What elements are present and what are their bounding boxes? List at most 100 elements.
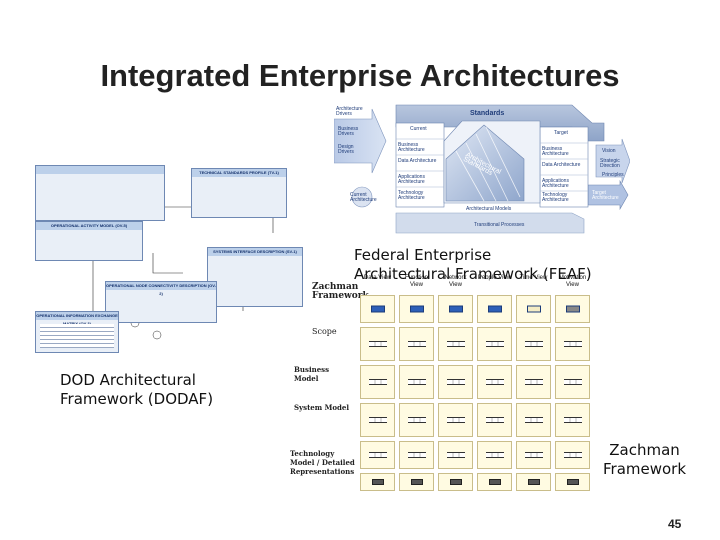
feaf-current-label: Current xyxy=(410,126,427,132)
zachman-cell xyxy=(555,365,590,399)
dodaf-box-ov1-header xyxy=(36,166,164,174)
zachman-caption-line-1: Zachman xyxy=(609,441,680,459)
zachman-cell-icon xyxy=(524,417,543,423)
zachman-cell-icon xyxy=(485,417,504,423)
zachman-cell xyxy=(477,295,512,323)
feaf-architecture-drivers-label: Architecture Drivers xyxy=(336,106,363,117)
zachman-cell xyxy=(360,473,395,491)
zachman-cell-icon xyxy=(485,379,504,385)
zachman-cell xyxy=(360,441,395,469)
zachman-cell-icon xyxy=(368,417,387,423)
feaf-strategic-direction-label: Strategic Direction xyxy=(600,158,620,169)
dodaf-box-tv1: TECHNICAL STANDARDS PROFILE (TV-1) xyxy=(191,168,287,218)
zachman-cell-icon xyxy=(487,305,502,313)
feaf-target-technology-label: Technology Architecture xyxy=(542,192,569,203)
zachman-column-header: Motivation View xyxy=(558,275,587,288)
zachman-cell-icon xyxy=(563,452,582,458)
page-number: 45 xyxy=(668,517,682,531)
zachman-cell-icon xyxy=(563,379,582,385)
feaf-vision-label: Vision xyxy=(602,148,616,154)
feaf-target-business-label: Business Architecture xyxy=(542,146,569,157)
zachman-cell-icon xyxy=(446,341,465,347)
zachman-cell-icon xyxy=(368,341,387,347)
feaf-diagram-graphic xyxy=(333,104,631,234)
zachman-cell xyxy=(477,441,512,469)
zachman-column-header: Network View xyxy=(444,275,467,288)
zachman-cell xyxy=(360,403,395,437)
zachman-cell xyxy=(438,473,473,491)
zachman-cell xyxy=(438,365,473,399)
feaf-diagram: Architecture Drivers Business Drivers De… xyxy=(333,101,631,238)
zachman-cell-icon xyxy=(446,452,465,458)
zachman-cell-icon xyxy=(407,452,426,458)
zachman-caption: Zachman Framework xyxy=(603,441,686,479)
zachman-cell-icon xyxy=(485,452,504,458)
zachman-cell-icon xyxy=(409,305,424,313)
zachman-cell-icon xyxy=(368,452,387,458)
zachman-cell xyxy=(399,327,434,361)
zachman-cell-icon xyxy=(526,305,541,313)
zachman-caption-line-2: Framework xyxy=(603,460,687,478)
zachman-cell xyxy=(360,295,395,323)
zachman-row-technology: Technology Model / Detailed Representati… xyxy=(290,449,355,476)
feaf-caption-line-2: Architectural Framework (FEAF) xyxy=(354,265,592,283)
zachman-cell xyxy=(555,327,590,361)
feaf-standards-label: Standards xyxy=(470,110,505,117)
zachman-cell xyxy=(360,327,395,361)
dodaf-diagram: TECHNICAL STANDARDS PROFILE (TV-1) OPERA… xyxy=(33,163,348,368)
zachman-column-header: Function View xyxy=(404,275,428,288)
zachman-cell xyxy=(516,365,551,399)
zachman-cell-icon xyxy=(566,479,579,485)
feaf-current-technology-label: Technology Architecture xyxy=(398,190,425,201)
zachman-cell-icon xyxy=(371,479,384,485)
zachman-cell xyxy=(555,295,590,323)
zachman-cell-icon xyxy=(527,479,540,485)
dodaf-caption: DOD Architectural Framework (DODAF) xyxy=(60,371,213,409)
feaf-transitional-processes-label: Transitional Processes xyxy=(474,222,525,228)
zachman-column-header: Data View xyxy=(363,275,392,281)
feaf-caption-line-1: Federal Enterprise xyxy=(354,246,492,264)
zachman-cell xyxy=(399,441,434,469)
zachman-grid: Zachman Framework Scope Business Model S… xyxy=(288,275,600,496)
dodaf-box-ov3-header: OPERATIONAL INFORMATION EXCHANGE MATRIX … xyxy=(36,312,118,326)
feaf-target-applications-label: Applications Architecture xyxy=(542,178,569,189)
dodaf-box-sv1-header: SYSTEMS INTERFACE DESCRIPTION (SV-1) xyxy=(208,248,302,256)
zachman-cell-icon xyxy=(446,417,465,423)
zachman-heading: Zachman Framework xyxy=(312,282,369,301)
zachman-cell xyxy=(477,403,512,437)
feaf-current-applications-label: Applications Architecture xyxy=(398,174,425,185)
feaf-current-architecture-label: Current Architecture xyxy=(350,192,377,203)
dodaf-ov3-table xyxy=(40,324,114,348)
zachman-row-business: Business Model xyxy=(294,365,330,383)
zachman-cell-icon xyxy=(407,341,426,347)
dodaf-box-ov1 xyxy=(35,165,165,221)
dodaf-box-tv1-header: TECHNICAL STANDARDS PROFILE (TV-1) xyxy=(192,169,286,177)
zachman-cell xyxy=(516,327,551,361)
zachman-scope-label: Scope xyxy=(312,327,337,336)
zachman-cell-icon xyxy=(488,479,501,485)
slide-title: Integrated Enterprise Architectures xyxy=(100,58,620,93)
dodaf-box-ov2-header: OPERATIONAL NODE CONNECTIVITY DESCRIPTIO… xyxy=(106,282,217,296)
zachman-cell-icon xyxy=(449,479,462,485)
zachman-cell xyxy=(438,327,473,361)
zachman-cell xyxy=(399,295,434,323)
dodaf-box-ov3: OPERATIONAL INFORMATION EXCHANGE MATRIX … xyxy=(35,311,119,353)
zachman-cell-icon xyxy=(565,305,580,313)
dodaf-caption-line-2: Framework (DODAF) xyxy=(60,390,214,408)
zachman-cell xyxy=(555,473,590,491)
zachman-cell xyxy=(516,403,551,437)
feaf-target-data-label: Data Architecture xyxy=(542,162,581,168)
zachman-cell-icon xyxy=(407,379,426,385)
zachman-cell-icon xyxy=(446,379,465,385)
zachman-cell xyxy=(438,295,473,323)
zachman-cell-icon xyxy=(407,417,426,423)
feaf-architectural-models-label: Architectural Models xyxy=(466,206,512,212)
zachman-cell-icon xyxy=(370,305,385,313)
zachman-cell xyxy=(360,365,395,399)
zachman-cell xyxy=(399,473,434,491)
zachman-cell xyxy=(555,403,590,437)
zachman-cell xyxy=(516,441,551,469)
zachman-cell xyxy=(399,403,434,437)
dodaf-box-ov5-header: OPERATIONAL ACTIVITY MODEL (OV-5) xyxy=(36,222,142,230)
zachman-cell xyxy=(438,441,473,469)
